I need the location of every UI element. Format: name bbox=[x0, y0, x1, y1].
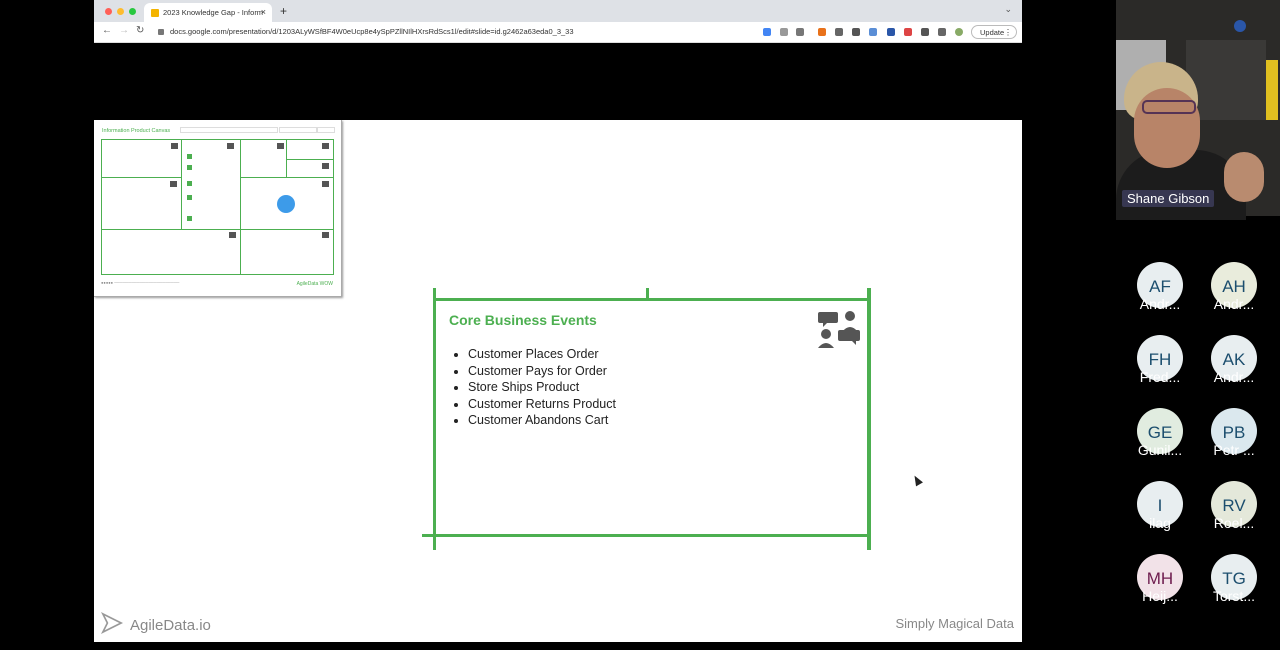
sidebar-icon[interactable] bbox=[938, 28, 946, 36]
maximize-window-icon[interactable] bbox=[129, 8, 136, 15]
participant-name: Andr... bbox=[1139, 296, 1181, 312]
tab-slides[interactable]: 2023 Knowledge Gap - Inform × bbox=[144, 3, 272, 22]
thumbnail-footer: ●●●●● ─────────────────────── bbox=[101, 280, 180, 285]
card-border bbox=[433, 288, 436, 550]
thumbnail-header-field bbox=[180, 127, 278, 133]
list-item: Customer Pays for Order bbox=[468, 363, 616, 380]
speaker-indicator-icon bbox=[1234, 20, 1246, 32]
business-events-icon bbox=[818, 311, 860, 348]
forward-button[interactable]: → bbox=[119, 25, 129, 36]
avatar: I bbox=[1137, 481, 1183, 527]
extension-icon[interactable] bbox=[835, 28, 843, 36]
avatar: TG bbox=[1211, 554, 1257, 600]
tab-bar: 2023 Knowledge Gap - Inform × + ⌄ bbox=[94, 0, 1022, 22]
events-list: Customer Places Order Customer Pays for … bbox=[450, 346, 616, 429]
presenter-name: Shane Gibson bbox=[1122, 190, 1215, 207]
card-border bbox=[434, 298, 870, 301]
thumbnail-title: Information Product Canvas bbox=[102, 128, 171, 134]
thumbnail-logo: AgileData WOW bbox=[296, 281, 333, 287]
participant-name: Roel... bbox=[1213, 515, 1255, 531]
thumbnail-header-field bbox=[317, 127, 335, 133]
presentation-slide: Information Product Canvas bbox=[94, 120, 1022, 642]
share-icon[interactable] bbox=[780, 28, 788, 36]
pointer-dot bbox=[277, 195, 295, 213]
close-window-icon[interactable] bbox=[105, 8, 112, 15]
card-border bbox=[646, 288, 649, 298]
extension-icon[interactable] bbox=[887, 28, 895, 36]
list-item: Store Ships Product bbox=[468, 379, 616, 396]
participant-name: Andr... bbox=[1213, 369, 1255, 385]
card-border bbox=[422, 534, 868, 537]
list-item: Customer Abandons Cart bbox=[468, 412, 616, 429]
thumbnail-canvas-grid bbox=[101, 139, 334, 275]
lock-icon bbox=[158, 29, 164, 36]
browser-toolbar: ← → ↻ docs.google.com/presentation/d/120… bbox=[94, 22, 1022, 43]
brand-name: AgileData.io bbox=[130, 617, 211, 634]
presenter-video[interactable]: Shane Gibson bbox=[1116, 0, 1280, 220]
participant-name: Heij... bbox=[1142, 588, 1178, 604]
participant-name: Andr... bbox=[1213, 296, 1255, 312]
thumbnail-header-field bbox=[279, 127, 317, 133]
minimize-window-icon[interactable] bbox=[117, 8, 124, 15]
list-item: Customer Returns Product bbox=[468, 396, 616, 413]
participant-name: Fred... bbox=[1139, 369, 1181, 385]
address-bar[interactable]: docs.google.com/presentation/d/1203ALyWS… bbox=[152, 25, 752, 39]
back-button[interactable]: ← bbox=[102, 25, 112, 36]
more-menu-icon[interactable]: ⋮ bbox=[1004, 28, 1012, 37]
url-text: docs.google.com/presentation/d/1203ALyWS… bbox=[170, 27, 574, 36]
avatar: RV bbox=[1211, 481, 1257, 527]
browser-window: 2023 Knowledge Gap - Inform × + ⌄ ← → ↻ … bbox=[94, 0, 1022, 650]
extension-icon[interactable] bbox=[818, 28, 826, 36]
profile-avatar[interactable] bbox=[955, 28, 963, 36]
avatar: MH bbox=[1137, 554, 1183, 600]
agiledata-logo-icon bbox=[100, 611, 124, 635]
extension-icon[interactable] bbox=[869, 28, 877, 36]
star-icon[interactable] bbox=[796, 28, 804, 36]
canvas-thumbnail: Information Product Canvas bbox=[94, 120, 342, 297]
card-border bbox=[867, 288, 871, 550]
tagline: Simply Magical Data bbox=[895, 616, 1015, 631]
tab-close-icon[interactable]: × bbox=[260, 7, 266, 17]
puzzle-icon[interactable] bbox=[921, 28, 929, 36]
participant-name: Gunil... bbox=[1137, 442, 1183, 458]
list-item: Customer Places Order bbox=[468, 346, 616, 363]
participant-name: Torst... bbox=[1212, 588, 1255, 604]
avatar: GE bbox=[1137, 408, 1183, 454]
avatar: AF bbox=[1137, 262, 1183, 308]
avatar: FH bbox=[1137, 335, 1183, 381]
slides-icon bbox=[151, 9, 159, 17]
reload-button[interactable]: ↻ bbox=[136, 25, 145, 36]
tab-search-chevron-icon[interactable]: ⌄ bbox=[1004, 4, 1012, 14]
tab-title: 2023 Knowledge Gap - Inform bbox=[163, 8, 264, 17]
extension-icon[interactable] bbox=[904, 28, 912, 36]
avatar: AH bbox=[1211, 262, 1257, 308]
card-title: Core Business Events bbox=[449, 312, 597, 328]
avatar: AK bbox=[1211, 335, 1257, 381]
google-icon[interactable] bbox=[763, 28, 771, 36]
update-button[interactable]: Update ⋮ bbox=[971, 25, 1017, 39]
participant-name: Petr ... bbox=[1213, 442, 1255, 458]
extension-icon[interactable] bbox=[852, 28, 860, 36]
avatar: PB bbox=[1211, 408, 1257, 454]
participant-name: ilag bbox=[1149, 515, 1171, 531]
update-label: Update bbox=[980, 28, 1005, 37]
new-tab-button[interactable]: + bbox=[280, 4, 288, 18]
